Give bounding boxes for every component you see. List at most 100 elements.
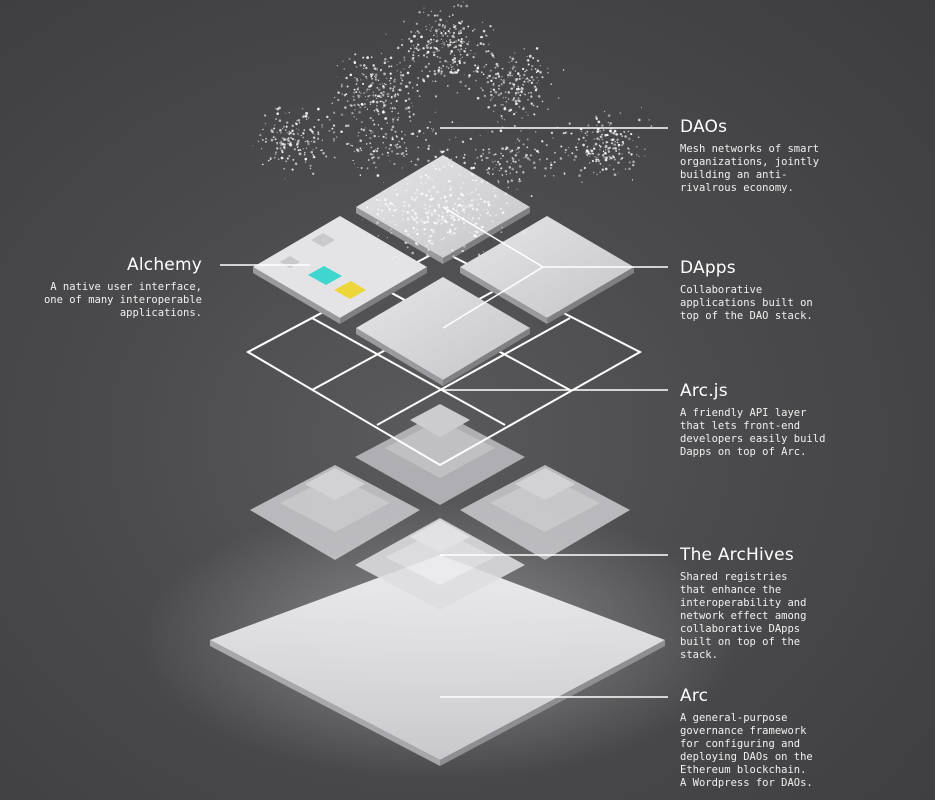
dao-particle — [383, 72, 386, 76]
dao-particle — [427, 62, 431, 65]
dao-particle — [401, 151, 405, 155]
dao-particle — [416, 83, 419, 86]
dao-particle — [503, 107, 507, 111]
dao-particle — [392, 203, 394, 206]
dao-particle — [533, 166, 536, 169]
dao-particle — [450, 223, 454, 227]
dao-particle — [357, 86, 359, 89]
dao-particle — [305, 118, 308, 120]
dao-particle — [457, 4, 460, 7]
dao-particle — [403, 59, 406, 62]
dao-particle — [374, 96, 376, 98]
dao-particle — [449, 70, 453, 74]
dao-particle — [437, 200, 439, 202]
dao-particle — [482, 153, 485, 155]
dao-particle — [418, 131, 420, 133]
dao-particle — [532, 57, 535, 60]
dao-particle — [275, 151, 277, 153]
dao-particle — [376, 105, 378, 107]
dao-particle — [523, 93, 525, 95]
dao-particle — [619, 133, 623, 136]
dao-particle — [436, 14, 439, 17]
dao-particle — [526, 146, 529, 149]
dao-particle — [344, 106, 347, 109]
dao-particle — [437, 202, 439, 205]
dao-particle — [497, 180, 499, 182]
dao-particle — [414, 207, 416, 209]
dao-particle — [287, 137, 290, 139]
dao-particle — [441, 34, 445, 37]
dao-particle — [409, 120, 412, 122]
dao-particle — [491, 220, 494, 223]
dao-particle — [504, 148, 507, 151]
dao-particle — [577, 142, 579, 144]
dao-particle — [282, 127, 284, 130]
dao-particle — [616, 141, 618, 143]
dao-particle — [623, 131, 626, 133]
dao-particle — [585, 150, 588, 154]
dao-particle — [452, 60, 456, 63]
dao-particle — [453, 25, 456, 29]
dao-particle — [375, 100, 379, 104]
dao-particle — [529, 79, 531, 82]
dao-particle — [530, 95, 533, 98]
dao-particle — [644, 155, 646, 157]
dao-particle — [406, 71, 410, 75]
dao-particle — [511, 99, 513, 101]
dao-particle — [516, 152, 518, 154]
dao-particle — [390, 228, 392, 230]
dao-particle — [411, 198, 413, 201]
dao-particle — [382, 217, 385, 220]
dao-particle — [466, 36, 468, 38]
dao-particle — [530, 76, 533, 79]
dao-particle — [621, 135, 623, 137]
dao-particle — [285, 125, 288, 128]
dao-particle — [412, 56, 415, 60]
dao-particle — [304, 157, 308, 161]
dao-particle — [391, 138, 394, 141]
dao-particle — [307, 117, 310, 119]
dao-particle — [463, 161, 466, 165]
dao-particle — [362, 128, 366, 132]
dao-particle — [607, 147, 610, 150]
dao-particle — [491, 97, 493, 99]
dao-particle — [426, 215, 430, 219]
dao-particle — [419, 175, 423, 179]
dao-particle — [429, 121, 431, 123]
dao-particle — [387, 60, 389, 63]
dao-particle — [394, 107, 397, 110]
dao-particle — [501, 84, 503, 86]
dao-particle — [513, 124, 516, 128]
dao-particle — [475, 65, 477, 67]
dao-particle — [429, 42, 431, 44]
dao-particle — [456, 227, 459, 230]
dao-particle — [340, 83, 343, 86]
dapp-tile-front-edge-r — [443, 328, 530, 386]
dao-particle — [534, 148, 537, 151]
dao-particle — [469, 205, 472, 208]
arc-description: A general-purpose governance framework f… — [680, 712, 813, 789]
dao-particle — [288, 155, 291, 157]
dao-particle — [321, 149, 323, 151]
dao-particle — [449, 27, 451, 30]
dao-particle — [471, 191, 474, 194]
dao-particle — [416, 232, 419, 236]
dao-particle — [500, 157, 502, 160]
dao-particle — [485, 63, 488, 66]
dao-particle — [416, 89, 419, 92]
dao-particle — [415, 32, 417, 34]
dao-particle — [603, 151, 607, 155]
dao-particle — [530, 68, 533, 71]
dao-particle — [428, 24, 430, 26]
dao-particle — [396, 143, 399, 146]
dao-particle — [511, 87, 513, 89]
dao-particle — [383, 104, 386, 107]
dao-particle — [494, 77, 498, 80]
dao-particle — [298, 152, 302, 156]
dao-particle — [362, 64, 366, 67]
alchemy-title: Alchemy — [127, 255, 202, 275]
dao-particle — [587, 151, 590, 154]
dao-particle — [486, 171, 490, 175]
dao-particle — [399, 71, 402, 74]
dao-particle — [530, 195, 533, 198]
